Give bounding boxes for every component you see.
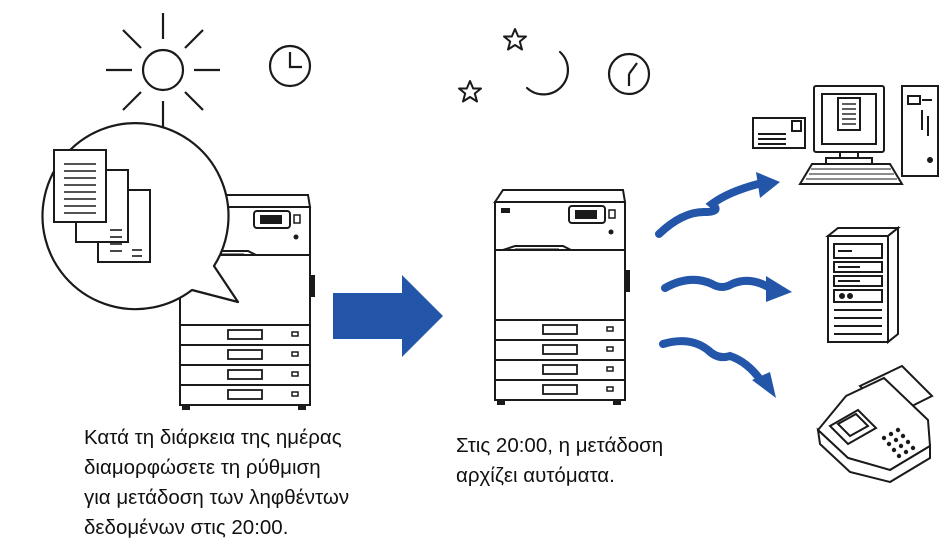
fax-icon xyxy=(816,364,934,484)
multifunction-printer xyxy=(493,188,632,407)
night-caption-line: αρχίζει αυτόματα. xyxy=(456,464,615,487)
transmission-arrow-fax xyxy=(659,337,776,398)
daytime-caption-line: για μετάδοση των ληφθέντων xyxy=(84,486,350,509)
daytime-caption: Κατά τη διάρκεια της ημέρας διαμορφώσετε… xyxy=(84,423,349,543)
clock-icon xyxy=(268,44,312,88)
sun-icon xyxy=(106,13,220,127)
night-caption-line: Στις 20:00, η μετάδοση xyxy=(456,434,664,457)
right-arrow-icon xyxy=(333,275,443,357)
daytime-caption-line: δεδομένων στις 20:00. xyxy=(84,516,289,539)
star-icon xyxy=(503,28,527,51)
computer-icon xyxy=(752,85,939,185)
transmission-arrow-computer xyxy=(655,172,780,238)
daytime-caption-line: διαμορφώσετε τη ρύθμιση xyxy=(84,456,321,479)
transmission-arrow-server xyxy=(661,275,792,302)
clock-icon xyxy=(607,52,651,96)
night-caption: Στις 20:00, η μετάδοση αρχίζει αυτόματα. xyxy=(456,431,663,491)
moon-icon xyxy=(525,50,570,96)
star-icon xyxy=(458,80,482,103)
documents-icon xyxy=(53,149,151,263)
server-icon xyxy=(825,225,901,345)
daytime-caption-line: Κατά τη διάρκεια της ημέρας xyxy=(84,426,342,449)
